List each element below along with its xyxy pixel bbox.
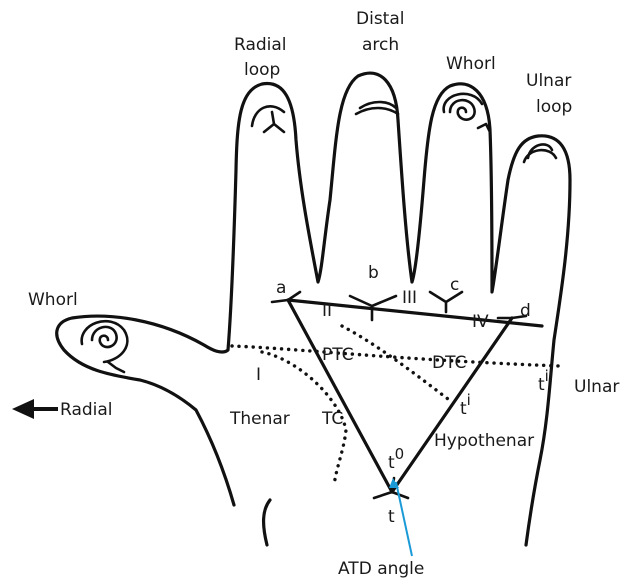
label-point-t: t [388,507,395,527]
atd-angle-arrow-shaft [396,482,412,556]
label-point-b: b [368,263,379,283]
distal-arch-pattern [356,102,398,114]
label-ulnar-loop-1: Ulnar [526,71,571,91]
label-area-IV: IV [472,312,489,332]
label-tc: TC [321,409,343,429]
whorl-thumb-pattern [82,321,128,372]
label-ptc: PTC [322,345,354,365]
label-area-II: II [322,301,332,321]
proximal-transverse-crease [232,346,560,366]
triradius-c [430,292,462,312]
label-dtc: DTC [432,353,466,373]
label-area-I: I [256,365,261,385]
label-ulnar-loop-2: loop [536,97,572,117]
label-t-i: ti [460,391,471,419]
label-whorl-thumb: Whorl [28,290,78,310]
radial-loop-pattern [252,106,284,132]
ulnar-loop-pattern [524,144,556,162]
a-t-line [288,300,392,492]
hand-outline [57,73,570,545]
label-radial-loop-1: Radial [234,35,287,55]
label-t-0: t0 [388,445,404,473]
label-whorl-finger: Whorl [446,54,496,74]
label-point-a: a [276,278,286,298]
label-thenar: Thenar [229,409,290,429]
label-ulnar-side: Ulnar [574,377,619,397]
label-radial-loop-2: loop [244,60,280,80]
label-hypothenar: Hypothenar [434,431,534,451]
label-distal-arch-2: arch [362,35,399,55]
label-point-c: c [450,275,459,295]
label-atd-angle: ATD angle [338,559,424,579]
label-distal-arch-1: Distal [356,9,404,29]
label-area-III: III [402,288,417,308]
d-t-line [392,318,512,492]
label-radial-side: Radial [60,400,113,420]
label-point-d: d [520,301,531,321]
